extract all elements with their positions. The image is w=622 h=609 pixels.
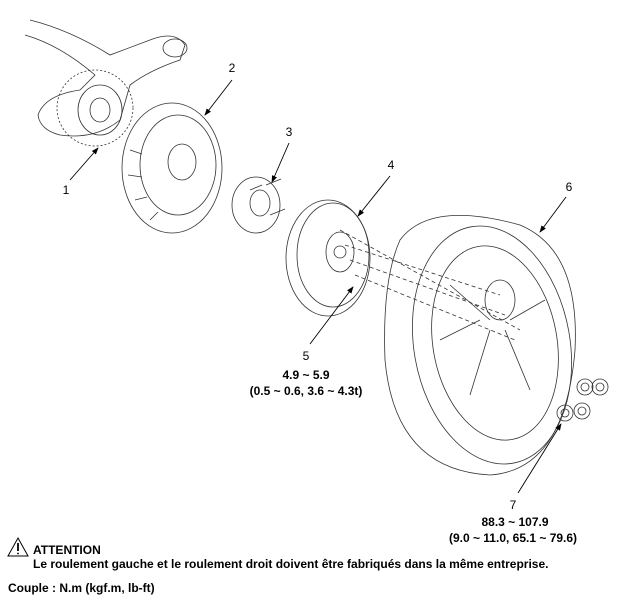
- callout-1: 1: [62, 183, 70, 197]
- notice-message: Le roulement gauche et le roulement droi…: [33, 557, 549, 571]
- torque-7-nm: 88.3 ~ 107.9: [481, 515, 549, 529]
- callout-3: 3: [285, 125, 293, 139]
- notice-title: ATTENTION: [33, 543, 101, 557]
- torque-5-alt: (0.5 ~ 0.6, 3.6 ~ 4.3t): [249, 384, 363, 398]
- wheel-nuts: [556, 378, 609, 422]
- torque-units: Couple : N.m (kgf.m, lb-ft): [8, 581, 155, 595]
- trailing-arm: [24, 19, 188, 147]
- hub-bearing: [231, 176, 286, 234]
- brake-disc: [285, 199, 371, 317]
- callout-4: 4: [387, 158, 395, 172]
- backing-plate: [121, 102, 223, 234]
- callout-2: 2: [228, 61, 236, 75]
- torque-7-alt: (9.0 ~ 11.0, 65.1 ~ 79.6): [448, 531, 578, 545]
- wheel-tire: [339, 215, 576, 476]
- callout-7: 7: [509, 498, 517, 512]
- callout-6: 6: [565, 180, 573, 194]
- callout-5: 5: [302, 349, 310, 363]
- leader-lines: [69, 79, 567, 494]
- torque-5-nm: 4.9 ~ 5.9: [282, 368, 330, 382]
- warning-triangle-icon: [7, 536, 29, 557]
